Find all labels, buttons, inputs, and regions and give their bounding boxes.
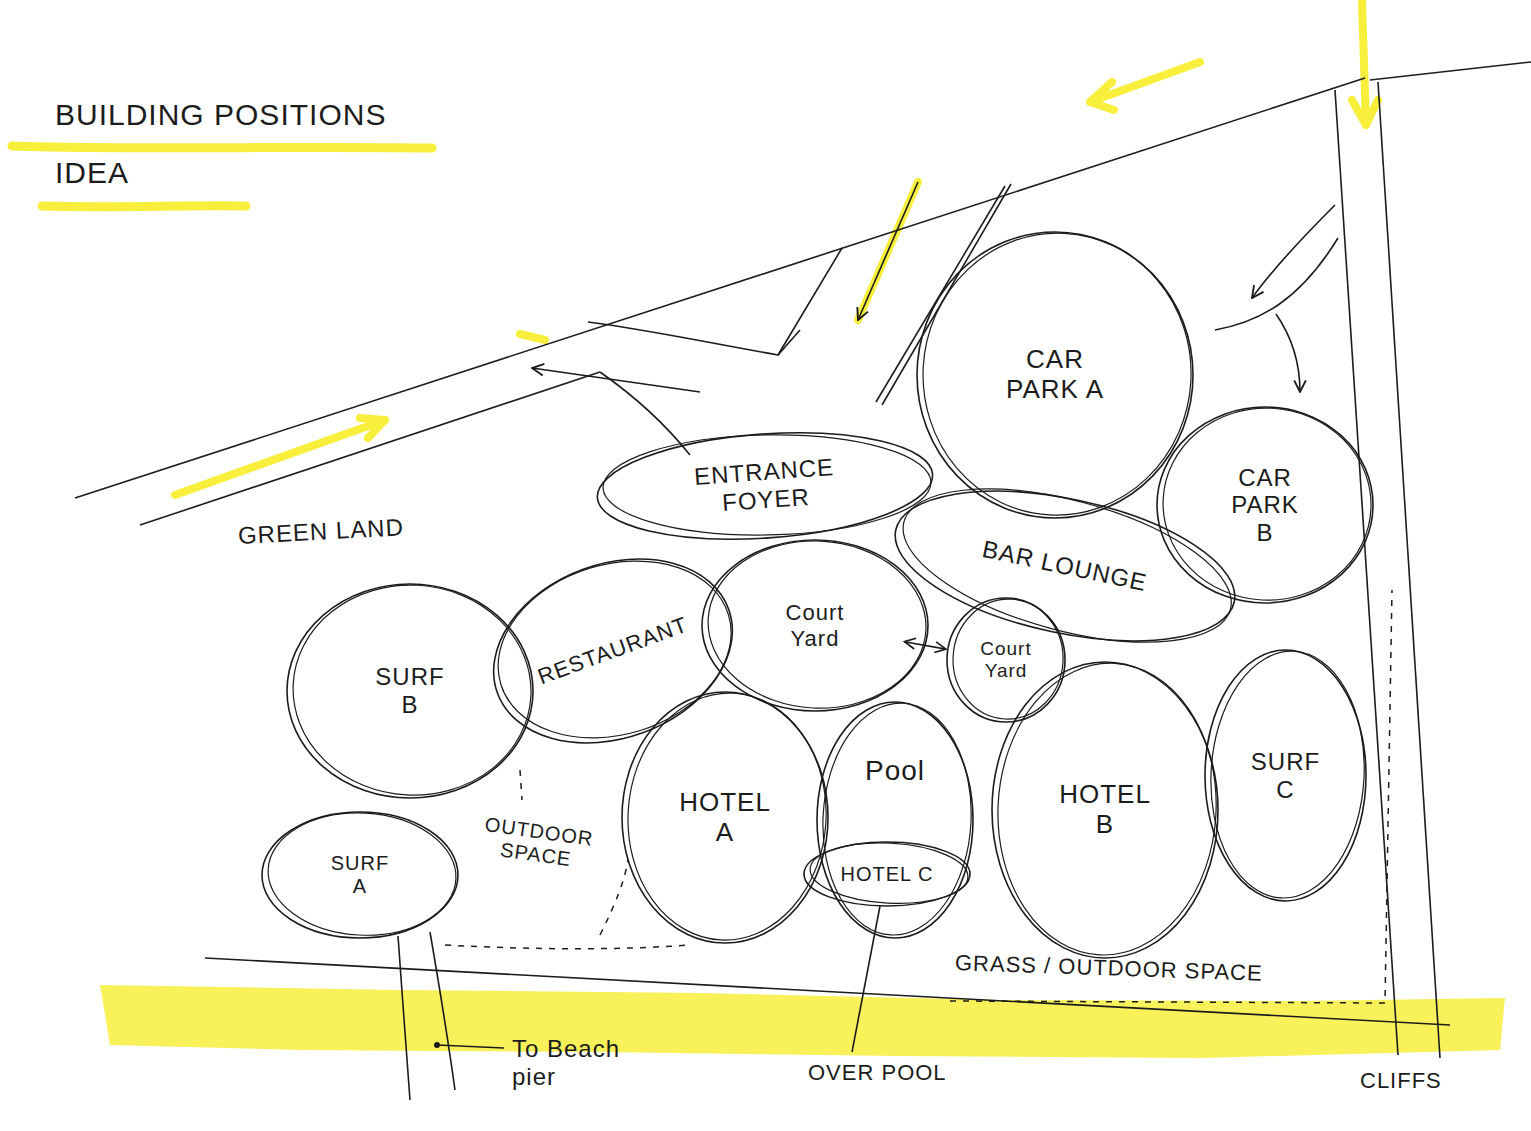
bubble-stroke — [265, 808, 459, 940]
site-bubble: HOTEL B — [990, 660, 1220, 960]
bubble-stroke — [288, 579, 537, 801]
bubble-label: RESTAURANT — [535, 612, 692, 690]
sketch-title: BUILDING POSITIONS IDEA — [55, 86, 415, 202]
site-boundary — [75, 62, 1531, 1058]
site-note: CLIFFS — [1360, 1068, 1442, 1093]
bubble-stroke — [917, 232, 1193, 518]
bubble-label: HOTEL C — [841, 863, 934, 886]
traffic-arrow — [175, 2, 1378, 495]
bubble-stroke — [476, 533, 753, 765]
bubble-label: HOTEL A — [675, 788, 775, 848]
site-note: GRASS / OUTDOOR SPACE — [955, 950, 1264, 986]
bubble-label: SURF C — [1246, 748, 1326, 803]
bubble-stroke — [622, 692, 828, 943]
bubble-label: Pool — [865, 755, 925, 787]
bubble-stroke — [916, 226, 1198, 522]
beach-highlight — [100, 985, 1505, 1058]
site-bubble: Court Yard — [700, 538, 930, 713]
pier-line — [398, 932, 504, 1100]
site-bubble: BAR LOUNGE — [890, 497, 1240, 635]
bubble-label: Court Yard — [770, 600, 860, 651]
title-underline — [42, 201, 246, 211]
bubble-stroke — [887, 459, 1247, 672]
site-bubble: PoolHOTEL C — [815, 700, 975, 940]
bubble-stroke — [468, 527, 759, 775]
bubble-label: Court Yard — [964, 638, 1048, 682]
site-note: GREEN LAND — [237, 513, 404, 549]
bubble-label: CAR PARK A — [990, 345, 1120, 405]
bubble-label: BAR LOUNGE — [980, 535, 1149, 597]
bubble-stroke — [704, 536, 930, 714]
site-bubble: SURF A — [260, 810, 460, 940]
outdoor-zone — [445, 590, 1392, 1003]
site-bubble: HOTEL A — [620, 690, 830, 945]
bubble-stroke — [622, 688, 833, 945]
site-note: OUTDOOR SPACE — [475, 812, 600, 874]
site-bubble: RESTAURANT — [488, 562, 738, 740]
bubble-label: HOTEL B — [1055, 780, 1155, 840]
bubble-label: SURF B — [370, 663, 450, 718]
leader-dot — [434, 1042, 440, 1048]
bubble-stroke — [1205, 650, 1366, 901]
bubble-label: ENTRANCE FOYER — [663, 451, 866, 520]
leader-line — [852, 906, 880, 1052]
site-bubble: Court Yard — [945, 596, 1067, 724]
site-note: To Beach pier — [512, 1035, 642, 1090]
bubble-label: SURF A — [325, 852, 395, 898]
bubble-stroke — [809, 839, 970, 907]
bubble-outline — [815, 700, 975, 940]
bubble-stroke — [992, 662, 1218, 958]
bubble-stroke — [594, 422, 936, 549]
site-note: OVER POOL — [808, 1060, 947, 1085]
bubble-stroke — [950, 596, 1066, 722]
bubble-stroke — [991, 658, 1224, 961]
bubble-stroke — [602, 432, 932, 538]
site-bubble: SURF B — [285, 582, 535, 800]
site-bubble: SURF C — [1203, 648, 1368, 903]
bubble-stroke — [1205, 647, 1371, 902]
title-underline — [12, 146, 432, 148]
site-bubble: CAR PARK A — [915, 230, 1195, 520]
site-bubble: HOTEL C — [802, 840, 972, 908]
site-bubble: CAR PARK B — [1155, 405, 1375, 605]
access-arrow — [532, 182, 1338, 455]
site-bubble: ENTRANCE FOYER — [595, 432, 935, 540]
bubble-stroke — [817, 702, 973, 938]
bubble-label: CAR PARK B — [1225, 464, 1305, 547]
bubble-stroke — [1158, 403, 1376, 606]
